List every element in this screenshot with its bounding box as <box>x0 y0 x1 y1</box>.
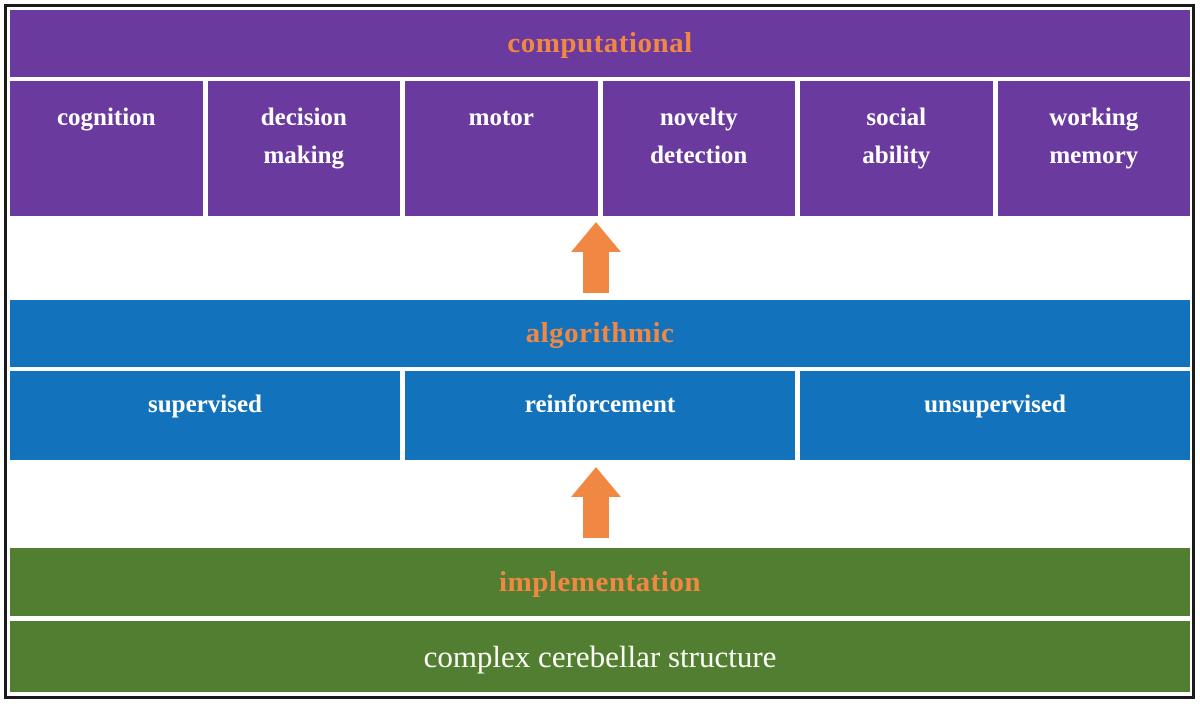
level-implementation: implementation complex cerebellar struct… <box>10 548 1190 692</box>
up-arrow-head <box>571 222 621 252</box>
cell-supervised: supervised <box>10 371 400 460</box>
cell-decision-making: decision making <box>207 81 400 216</box>
computational-cells: cognition decision making motor novelty … <box>10 81 1190 216</box>
divider-line <box>10 616 1190 621</box>
level-computational: computational cognition decision making … <box>10 10 1190 216</box>
up-arrow-icon <box>571 222 621 293</box>
up-arrow-icon <box>571 467 621 538</box>
up-arrow-head <box>571 467 621 497</box>
divider-line <box>10 367 1190 371</box>
divider-line <box>10 77 1190 81</box>
cell-reinforcement: reinforcement <box>405 371 795 460</box>
cell-working-memory: working memory <box>997 81 1190 216</box>
cell-novelty-detection: novelty detection <box>602 81 795 216</box>
algorithmic-title: algorithmic <box>10 300 1190 367</box>
level-algorithmic: algorithmic supervised reinforcement uns… <box>10 300 1190 460</box>
cell-cognition: cognition <box>10 81 203 216</box>
algorithmic-cells: supervised reinforcement unsupervised <box>10 371 1190 460</box>
cell-motor: motor <box>405 81 598 216</box>
implementation-title: implementation <box>10 548 1190 616</box>
cell-social-ability: social ability <box>800 81 993 216</box>
computational-title: computational <box>10 10 1190 77</box>
up-arrow-shaft <box>583 497 609 538</box>
cell-unsupervised: unsupervised <box>800 371 1190 460</box>
up-arrow-shaft <box>583 252 609 293</box>
implementation-caption: complex cerebellar structure <box>10 621 1190 692</box>
